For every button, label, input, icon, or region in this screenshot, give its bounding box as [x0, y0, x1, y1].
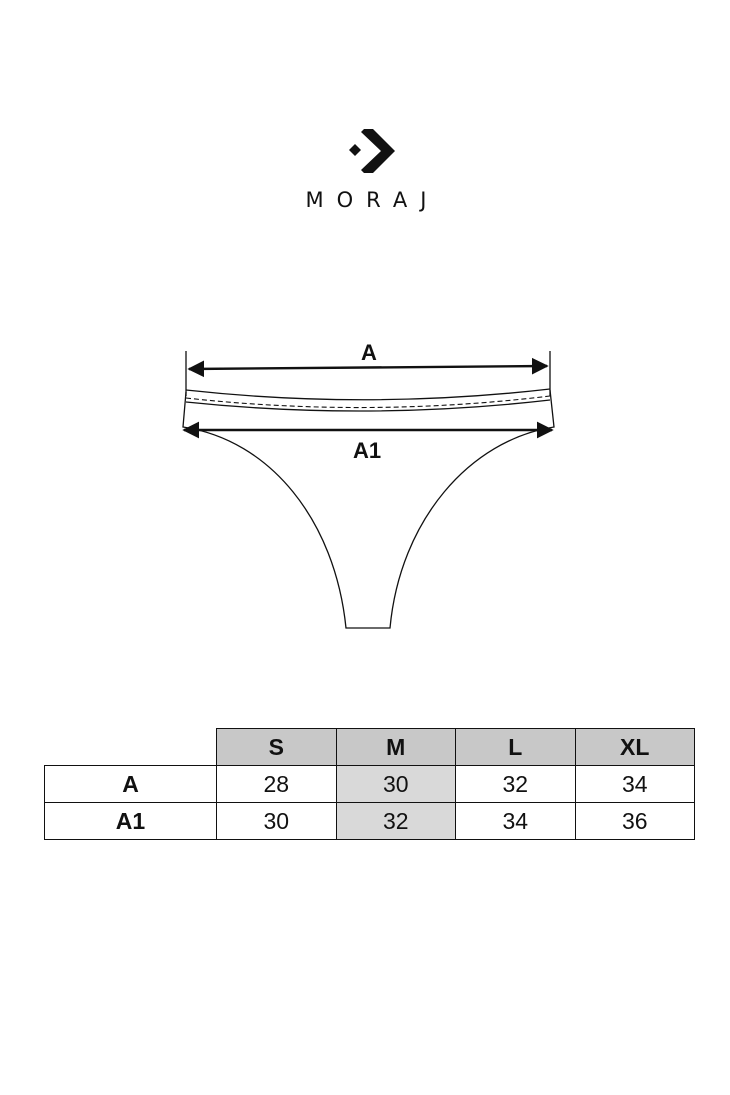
size-header-s: S	[216, 728, 337, 766]
size-header-l: L	[455, 728, 576, 766]
waistband-top	[185, 388, 551, 401]
brand-logo-icon	[349, 129, 395, 173]
table-cell: 36	[574, 802, 695, 840]
label-a1: A1	[353, 438, 381, 463]
table-row: A 28 30 32 34	[44, 765, 695, 803]
table-cell: 30	[216, 802, 337, 840]
a-dimension-arrow	[187, 357, 549, 378]
table-cell: 34	[574, 765, 695, 803]
table-cell: 32	[455, 765, 576, 803]
size-header-m: M	[335, 728, 456, 766]
table-cell: 28	[216, 765, 337, 803]
waistband-stitch	[185, 395, 551, 409]
row-label-a1: A1	[44, 802, 217, 840]
table-corner-cell	[44, 728, 217, 766]
table-cell-highlighted: 32	[335, 802, 456, 840]
garment-outline	[182, 389, 555, 629]
table-cell-highlighted: 30	[335, 765, 456, 803]
label-a: A	[361, 340, 377, 365]
table-cell: 34	[455, 802, 576, 840]
waistband-bottom	[185, 399, 551, 412]
size-header-row: S M L XL	[44, 728, 695, 766]
table-row: A1 30 32 34 36	[44, 802, 695, 840]
brand-name: MORAJ	[305, 188, 440, 212]
size-table: S M L XL A 28 30 32 34 A1 30 32 34 36	[44, 728, 695, 840]
row-label-a: A	[44, 765, 217, 803]
garment-diagram: A A1	[182, 340, 555, 629]
size-header-xl: XL	[574, 728, 695, 766]
